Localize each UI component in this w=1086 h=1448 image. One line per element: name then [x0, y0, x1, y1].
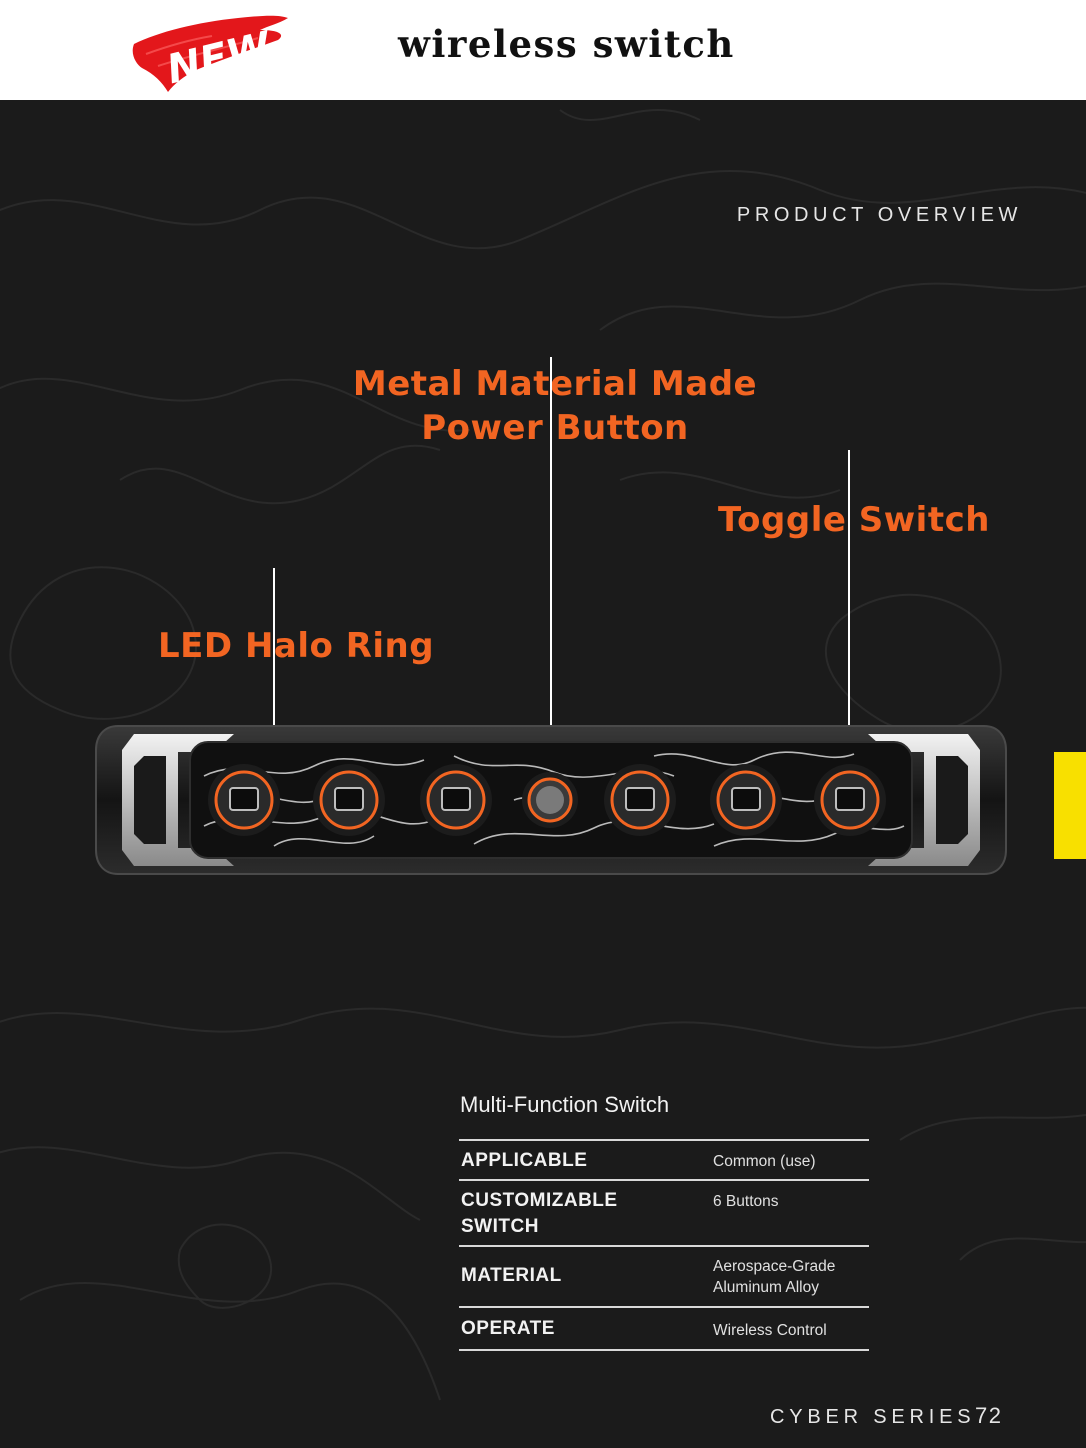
- spec-label: OPERATE: [461, 1318, 555, 1339]
- spec-label: CUSTOMIZABLE SWITCH: [461, 1190, 618, 1237]
- switch-panel-image: [94, 716, 1008, 884]
- leader-line-power: [550, 357, 552, 797]
- spec-row: MATERIAL Aerospace-Grade Aluminum Alloy: [459, 1247, 869, 1308]
- callout-led-halo-ring: LED Halo Ring: [158, 626, 435, 666]
- section-label: PRODUCT OVERVIEW: [736, 204, 1022, 226]
- spec-value: Aerospace-Grade Aluminum Alloy: [713, 1258, 836, 1296]
- spec-row: APPLICABLE Common (use): [459, 1141, 869, 1181]
- leader-line-toggle: [848, 450, 850, 788]
- spec-title: Multi-Function Switch: [460, 1092, 670, 1117]
- spec-value: Common (use): [713, 1153, 816, 1170]
- callout-power-line1: Metal Material Made: [352, 364, 758, 404]
- spec-value: 6 Buttons: [713, 1193, 779, 1210]
- spec-row: CUSTOMIZABLE SWITCH 6 Buttons: [459, 1181, 869, 1247]
- page-header: NEW wireless switch: [0, 0, 1086, 100]
- leader-line-led: [273, 568, 275, 790]
- page-edge-tab: [1054, 752, 1086, 859]
- spec-label: APPLICABLE: [461, 1150, 588, 1171]
- topographic-background: [0, 109, 1086, 1401]
- spec-label: MATERIAL: [461, 1265, 562, 1286]
- spec-table: APPLICABLE Common (use) CUSTOMIZABLE SWI…: [459, 1139, 869, 1351]
- callout-power-line2: Power Button: [421, 408, 689, 448]
- new-badge: NEW: [128, 8, 292, 98]
- footer-series: CYBER SERIES: [770, 1406, 976, 1428]
- callout-power-button: Metal Material Made Power Button: [300, 362, 810, 450]
- switch-panel-illustration: [95, 725, 1007, 875]
- page-title: wireless switch: [398, 22, 735, 66]
- halo-buttons: [208, 764, 886, 836]
- product-page: PRODUCT OVERVIEW Metal Material Made Pow…: [0, 100, 1086, 1448]
- spec-value: Wireless Control: [713, 1322, 827, 1339]
- new-badge-logo: NEW: [132, 15, 288, 93]
- footer-page-number: 72: [975, 1403, 1003, 1428]
- spec-row: OPERATE Wireless Control: [459, 1308, 869, 1351]
- callout-toggle-switch: Toggle Switch: [718, 500, 990, 540]
